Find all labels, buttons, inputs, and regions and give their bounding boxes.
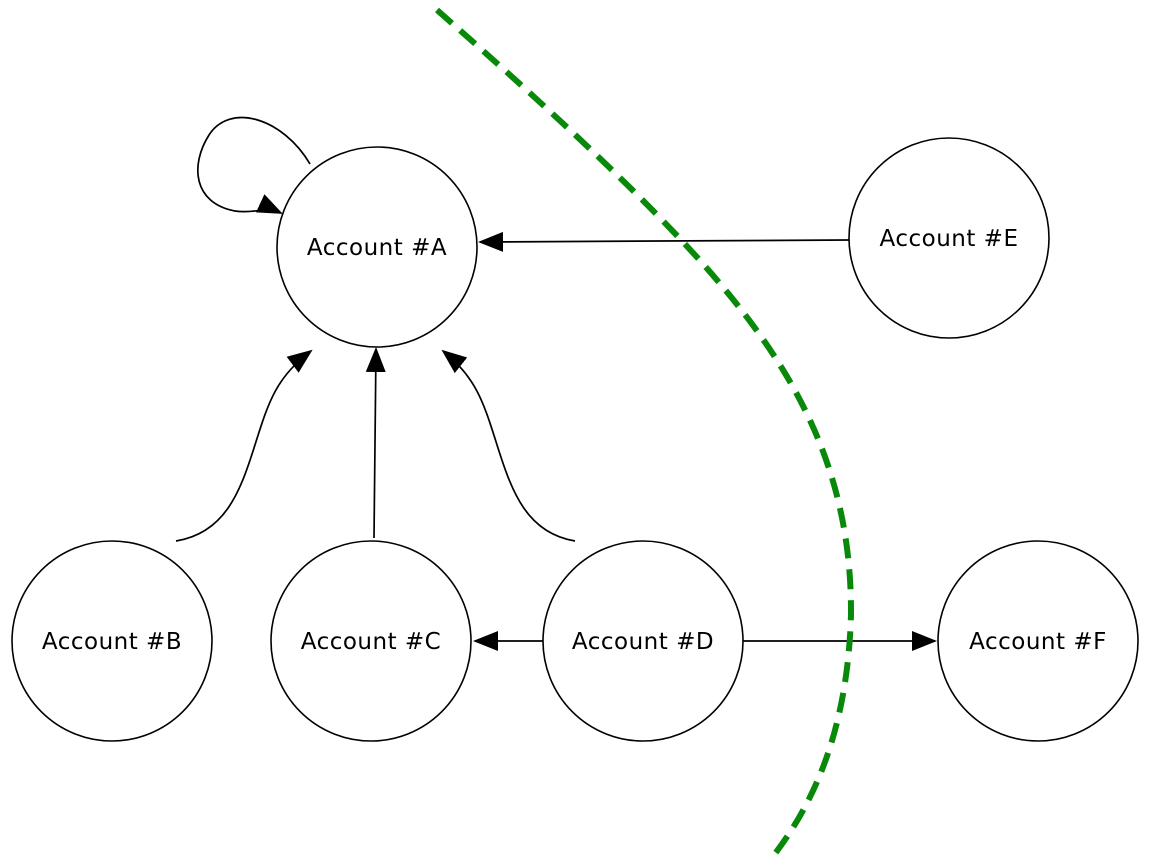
node-circle-account-b [11, 540, 213, 742]
node-account-a: Account #A [276, 146, 478, 348]
node-label-account-d: Account #D [572, 629, 714, 655]
boundary-layer [435, 7, 855, 862]
node-circle-account-c [270, 540, 472, 742]
node-circle-account-f [937, 540, 1139, 742]
node-label-account-c: Account #C [301, 629, 442, 655]
node-label-account-b: Account #B [42, 629, 182, 655]
edges-layer [175, 116, 937, 651]
node-label-account-a: Account #A [307, 235, 447, 261]
nodes-layer: Account #A Account #B Account #C Account #D… [11, 137, 1139, 742]
node-account-c: Account #C [270, 540, 472, 742]
node-circle-account-d [542, 540, 744, 742]
node-account-e: Account #E [848, 137, 1050, 339]
partition-boundary [435, 7, 855, 862]
node-account-f: Account #F [937, 540, 1139, 742]
edge-c-to-a [365, 347, 386, 539]
edge-e-to-a [478, 231, 850, 252]
node-account-d: Account #D [542, 540, 744, 742]
edge-d-to-a [441, 349, 576, 542]
edge-a-self-loop [196, 116, 311, 214]
node-circle-account-e [848, 137, 1050, 339]
node-label-account-e: Account #E [880, 226, 1019, 252]
node-circle-account-a [276, 146, 478, 348]
edge-b-to-a [175, 349, 313, 542]
node-account-b: Account #B [11, 540, 213, 742]
node-label-account-f: Account #F [969, 629, 1107, 655]
